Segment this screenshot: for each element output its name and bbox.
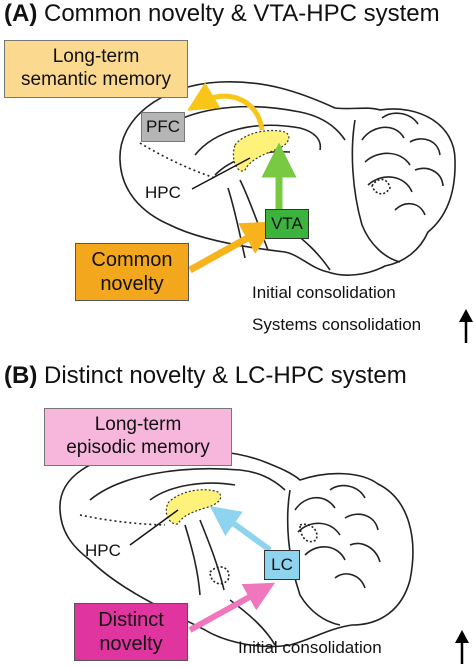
lc-label: LC	[271, 554, 293, 574]
corpus-callosum-b	[149, 482, 236, 501]
arrow-b-lc-to-hpc	[209, 506, 272, 553]
hpc-b-label: HPC	[85, 541, 121, 560]
cerebellum-b-boundary	[286, 489, 341, 626]
panel-a-label: (A)	[4, 0, 38, 27]
distinct-novelty-line2: novelty	[99, 633, 163, 655]
panel-a-title: (A) Common novelty & VTA-HPC system	[4, 2, 440, 26]
semantic-memory-box: Long-term semantic memory	[4, 40, 188, 98]
episodic-memory-line2: episodic memory	[66, 437, 210, 458]
dotted-b-lc	[299, 523, 318, 543]
corpus-callosum-a	[194, 124, 322, 156]
semantic-memory-line1: Long-term	[52, 46, 140, 68]
dotted-a-pons	[371, 178, 391, 195]
distinct-novelty-box: Distinct novelty	[74, 603, 188, 661]
hpc-a-pointer	[191, 157, 251, 190]
arrow-up-icon-a	[459, 309, 473, 343]
result-a-systems: Systems consolidation	[252, 315, 422, 334]
cortex-b-inner	[89, 467, 286, 501]
hpc-b	[165, 489, 222, 525]
pfc-box: PFC	[141, 112, 185, 142]
pfc-label: PFC	[146, 116, 180, 136]
cerebellum-a-folds	[361, 112, 444, 216]
vta-box: VTA	[265, 209, 309, 239]
common-novelty-line1: Common	[91, 249, 173, 271]
arrow-up-icon-b	[455, 630, 469, 664]
cerebellum-b-folds	[294, 484, 381, 589]
semantic-memory-line2: semantic memory	[21, 69, 171, 90]
hpc-b-pointer	[129, 509, 179, 546]
episodic-memory-line1: Long-term	[94, 414, 182, 436]
arrow-a-novelty-to-vta	[188, 221, 278, 274]
arrow-a-hpc-to-pfc	[187, 82, 265, 131]
vta-label: VTA	[271, 213, 303, 233]
dotted-b-front	[79, 514, 166, 526]
result-a-initial: Initial consolidation	[252, 283, 396, 302]
dotted-b-pons	[209, 566, 230, 585]
common-novelty-box: Common novelty	[75, 243, 189, 301]
dotted-a-front	[139, 142, 216, 179]
panel-b-title-text: Distinct novelty & LC-HPC system	[44, 362, 407, 389]
lc-box: LC	[264, 550, 300, 580]
cerebellum-a-boundary	[351, 119, 401, 263]
common-novelty-line2: novelty	[100, 273, 164, 295]
panel-b-label: (B)	[4, 362, 38, 389]
panel-b-title: (B) Distinct novelty & LC-HPC system	[4, 364, 407, 388]
episodic-memory-box: Long-term episodic memory	[44, 408, 232, 466]
panel-a-title-text: Common novelty & VTA-HPC system	[44, 0, 440, 27]
hpc-a-label: HPC	[145, 183, 181, 202]
result-b-initial: Initial consolidation	[238, 638, 382, 657]
distinct-novelty-line1: Distinct	[98, 609, 164, 631]
arrow-b-novelty-to-lc	[188, 582, 276, 633]
